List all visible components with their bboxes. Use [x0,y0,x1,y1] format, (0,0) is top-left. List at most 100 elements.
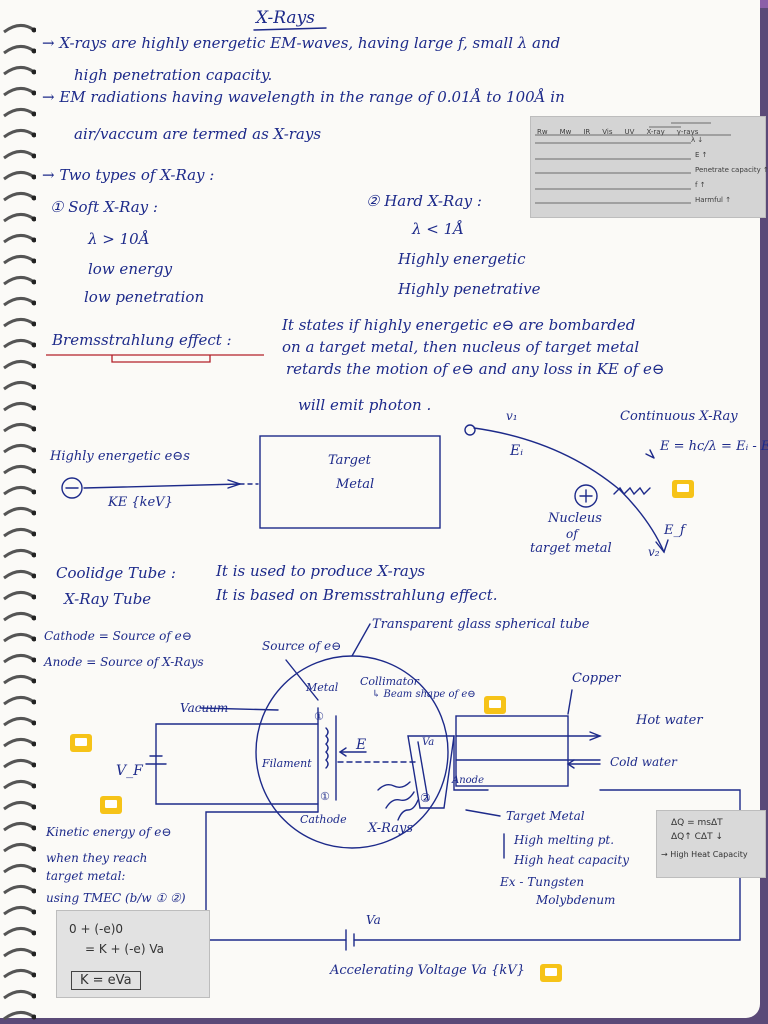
intro-line-2: high penetration capacity. [74,66,273,84]
xrays-label: X-Rays [368,821,414,836]
vf-label: V_F [116,763,143,779]
spiral-coil [3,927,36,937]
spiral-coil [3,948,36,958]
bremsstrahlung-def-1: It states if highly energetic e⊖ are bom… [282,316,636,334]
nucleus-label-3: target metal [530,541,612,556]
soft-xray-penetration: low penetration [84,288,205,306]
anode-face [417,741,429,801]
continuous-xray-label: Continuous X-Ray [620,409,738,424]
spiral-coil [3,591,36,601]
target-metal-box [259,435,441,529]
comment-note-icon[interactable] [540,964,562,982]
bremsstrahlung-def-3: retards the motion of e⊖ and any loss in… [286,360,665,378]
bremsstrahlung-term: Bremsstrahlung effect : [52,331,232,349]
deflected-electron-path [473,427,665,553]
spiral-coil [3,381,36,391]
copper-block [455,715,569,787]
cathode-source-label: Cathode = Source of e⊖ [44,629,192,643]
spectrum-axis-label: IR [583,128,591,136]
spiral-coil [3,633,36,643]
spiral-coil [3,717,36,727]
v2-label: v₂ [648,545,660,559]
comment-note-icon[interactable] [484,696,506,714]
spiral-coil [3,612,36,622]
electron-circle [61,477,83,499]
target-metal-label: Target Metal [506,809,585,823]
spiral-coil [3,45,36,55]
hard-xray-lambda: λ < 1Å [412,220,464,238]
comment-note-icon[interactable] [70,734,92,752]
spiral-coil [3,108,36,118]
target-pointer [465,809,501,817]
spectrum-row-label: Penetrate capacity ↑ [695,166,768,174]
heat-capacity-thumbnail: ΔQ = msΔT ΔQ↑ CΔT ↓ → High Heat Capacity [656,810,766,878]
spiral-coil [3,213,36,223]
water-pipes [455,735,601,761]
spiral-coil [3,444,36,454]
field-arrow-head [338,747,347,757]
spiral-coil [3,696,36,706]
title-underline [253,27,327,31]
xray-wave-2 [385,791,415,809]
kinetic-thumbnail: 0 + (-e)0 = K + (-e) Va K = eVa [56,910,210,998]
high-heat-label: High heat capacity [514,853,630,867]
spiral-coil [3,66,36,76]
copper-label: Copper [572,671,621,686]
kinetic-line-3: target metal: [46,869,126,883]
page-title: X-Rays [256,8,315,28]
comment-note-icon[interactable] [100,796,122,814]
spectrum-axis-label: UV [624,128,635,136]
intro-line-3: → EM radiations having wavelength in the… [42,88,565,106]
filament-circuit [155,723,319,805]
kinetic-eq-2: = K + (-e) Va [85,942,164,956]
bremsstrahlung-bracket [111,355,211,363]
filament-battery [145,755,167,765]
copper-pointer [567,689,573,715]
spectrum-row-label: f ↑ [695,181,706,189]
spiral-coil [3,402,36,412]
spiral-coil [3,654,36,664]
spiral-coil [3,906,36,916]
ke-label: KE {keV} [108,495,173,510]
spiral-coil [3,486,36,496]
metal-label: Metal [306,681,339,694]
comment-note-icon[interactable] [672,480,694,498]
spectrum-axis-label: Rw [537,128,548,136]
anode-label: Anode [452,775,485,786]
intro-line-1: → X-rays are highly energetic EM-waves, … [42,34,561,52]
spiral-coil [3,234,36,244]
spiral-coil [3,759,36,769]
soft-xray-lambda: λ > 10Å [88,230,150,248]
source-pointer [285,659,319,701]
spiral-coil [3,738,36,748]
deflection-arrow [655,539,669,554]
spiral-coil [3,675,36,685]
va-label: Va [366,913,381,927]
beam-shape-label: ↳ Beam shape of e⊖ [372,689,476,700]
spiral-coil [3,150,36,160]
svg-text:②: ② [420,791,431,805]
kinetic-line-1: Kinetic energy of e⊖ [46,825,172,839]
spiral-coil [3,276,36,286]
spectrum-axis-label: Mw [559,128,572,136]
kinetic-eq-3: K = eVa [71,971,141,990]
nucleus-label-2: of [566,527,578,541]
svg-text:①: ① [314,710,324,723]
collimator-label: Collimator [360,675,419,688]
nucleus-plus-sign [579,489,593,503]
hard-xray-penetration: Highly penetrative [398,280,541,298]
coolidge-name-2: X-Ray Tube [64,590,152,608]
coolidge-desc-2: It is based on Bremsstrahlung effect. [216,586,498,604]
cathode-label: Cathode [300,813,347,826]
accelerating-voltage-label: Accelerating Voltage Va {kV} [330,963,525,978]
cold-water-label: Cold water [610,755,677,769]
glass-tube-label: Transparent glass spherical tube [372,617,590,632]
spectrum-row-label: λ ↓ [691,136,704,144]
photon-energy-formula: E = hc/λ = Eᵢ - E_f [660,439,768,454]
target-label-2: Metal [336,477,375,492]
hard-xray-energy: Highly energetic [398,250,526,268]
xray-wave-1 [377,781,411,791]
soft-xray-energy: low energy [88,260,173,278]
